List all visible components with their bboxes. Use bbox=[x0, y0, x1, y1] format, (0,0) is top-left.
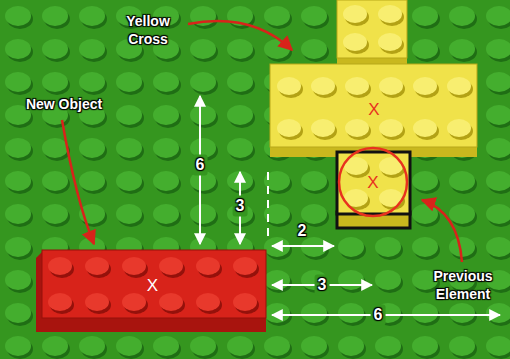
callout-label: New Object bbox=[26, 95, 102, 113]
callout-label: Previous Element bbox=[423, 267, 503, 303]
mark-x: X bbox=[147, 277, 158, 294]
callout-label: Yellow Cross bbox=[113, 12, 183, 48]
dimension-number: 3 bbox=[233, 196, 248, 217]
dimension-number: 2 bbox=[298, 221, 307, 242]
mark-x: X bbox=[368, 101, 379, 118]
previous-element-brick: X bbox=[348, 166, 398, 198]
dimension-number: 6 bbox=[193, 155, 208, 176]
red-brick: X bbox=[138, 270, 168, 300]
mark-x: X bbox=[367, 174, 378, 191]
dimension-number: 3 bbox=[315, 275, 330, 296]
dimension-number: 6 bbox=[371, 305, 386, 326]
yellow-cross-brick: X bbox=[344, 91, 404, 127]
